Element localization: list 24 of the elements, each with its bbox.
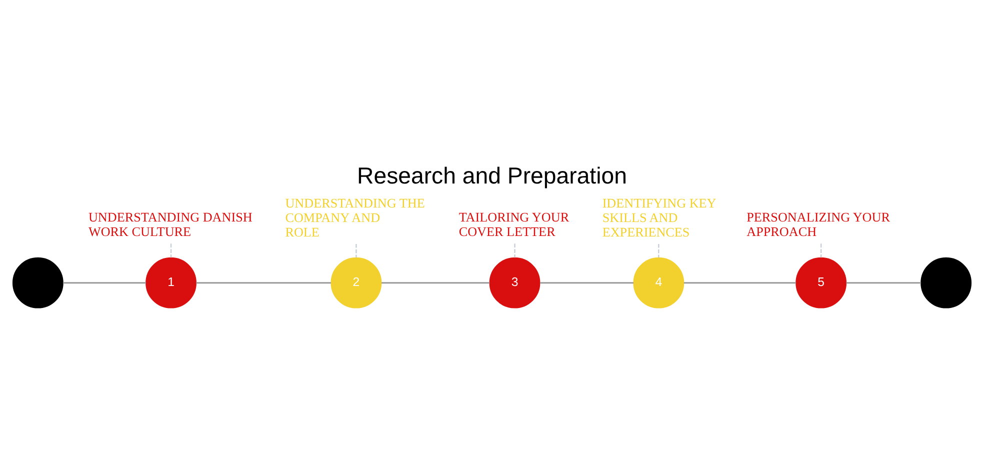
diagram-title: Research and Preparation bbox=[356, 162, 626, 189]
node-circle: 3 bbox=[488, 257, 540, 308]
node-semicircle bbox=[920, 257, 972, 308]
node-text: PERSONALIZING YOUR APPROACH bbox=[746, 210, 890, 240]
connector bbox=[381, 282, 490, 284]
connector bbox=[62, 282, 146, 284]
connector bbox=[355, 244, 356, 258]
node-text: TAILORING YOUR COVER LETTER bbox=[458, 210, 569, 240]
connector bbox=[170, 244, 172, 258]
node-semicircle bbox=[12, 257, 63, 308]
connector bbox=[196, 282, 330, 284]
node-circle: 2 bbox=[330, 257, 382, 308]
node-circle: 1 bbox=[145, 257, 196, 308]
connector bbox=[658, 244, 659, 258]
node-circle: 4 bbox=[632, 257, 684, 308]
connector bbox=[514, 244, 515, 258]
connector bbox=[820, 244, 822, 258]
connector bbox=[846, 282, 920, 284]
connector bbox=[683, 282, 796, 284]
connector bbox=[540, 282, 633, 284]
node-text: IDENTIFYING KEY SKILLS AND EXPERIENCES bbox=[602, 195, 716, 240]
node-text: UNDERSTANDING THE COMPANY AND ROLE bbox=[284, 195, 424, 240]
node-circle: 5 bbox=[795, 257, 846, 308]
node-text: UNDERSTANDING DANISH WORK CULTURE bbox=[88, 210, 252, 240]
